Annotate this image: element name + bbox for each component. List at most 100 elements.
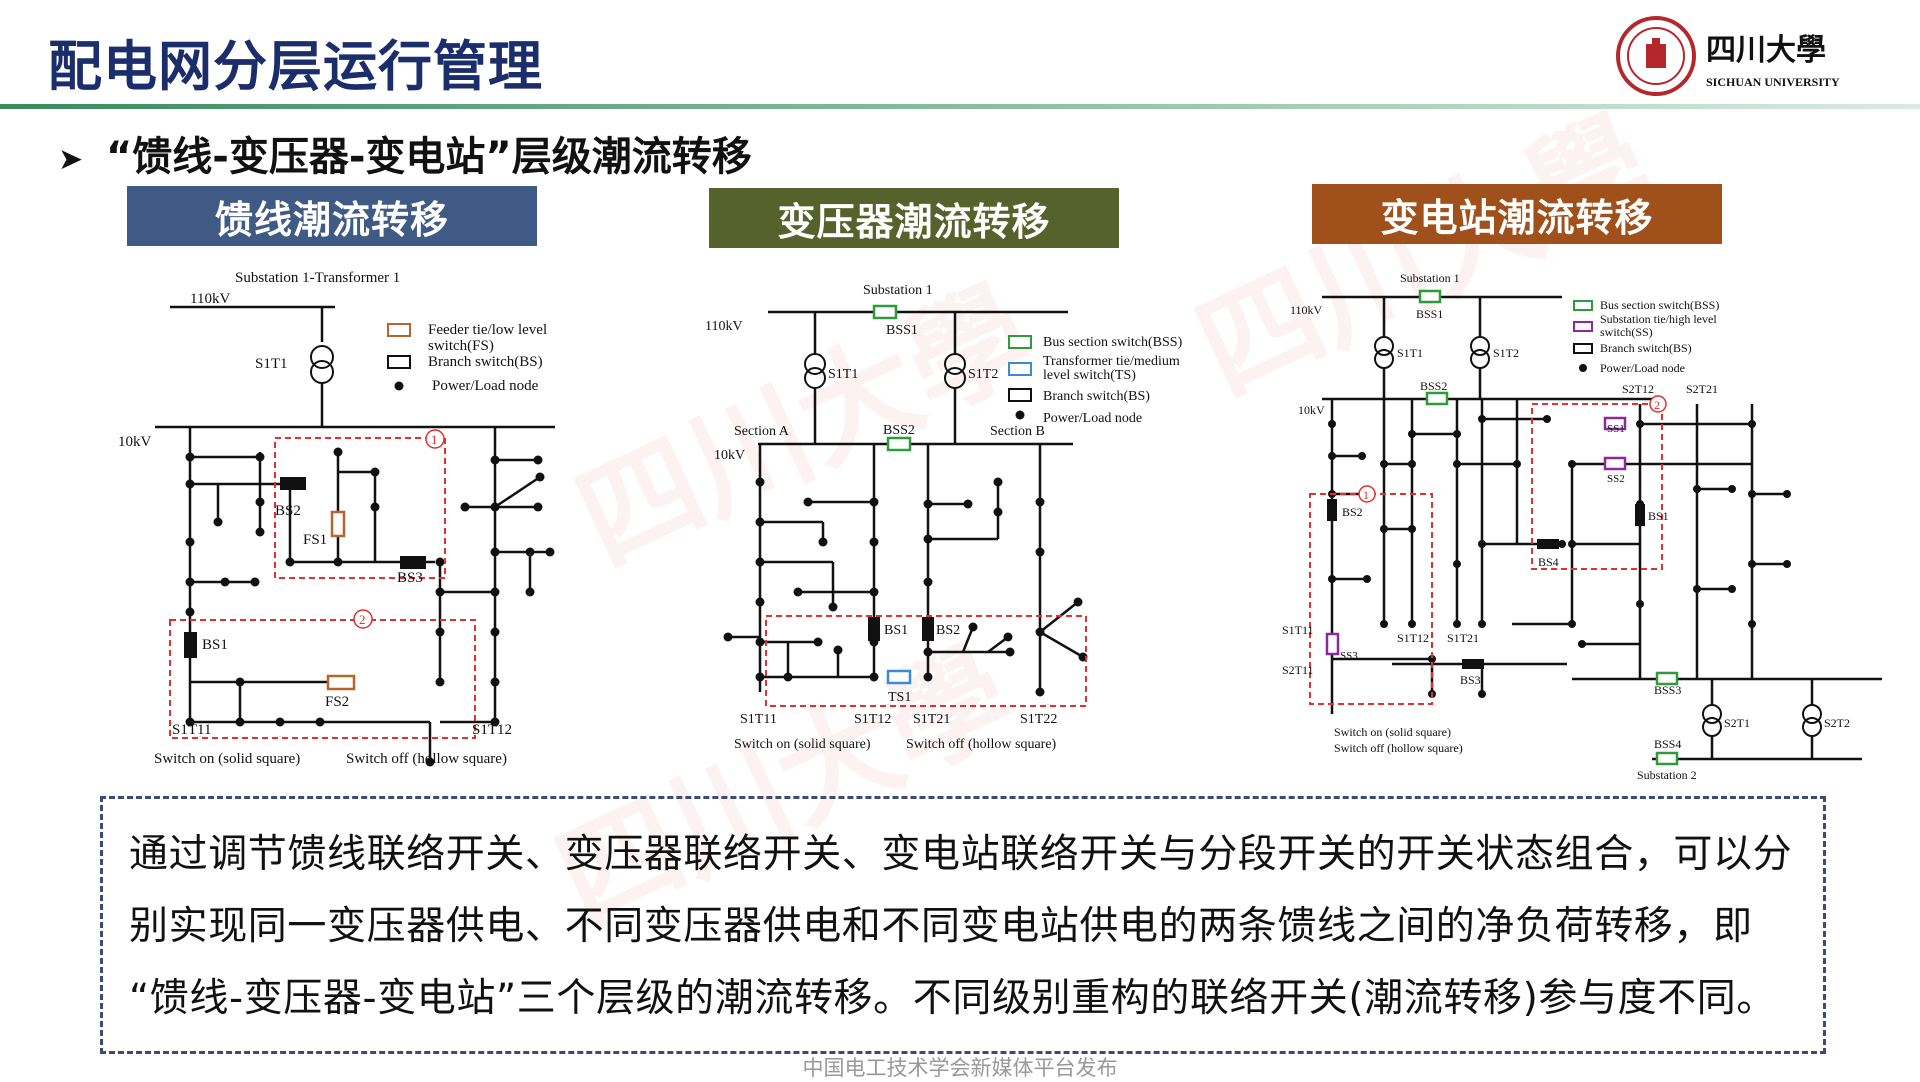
svg-text:BS1: BS1 (202, 637, 228, 653)
footer-credit: 中国电工技术学会新媒体平台发布 (802, 1056, 1118, 1080)
svg-text:BSS2: BSS2 (1420, 379, 1447, 393)
svg-text:BS2: BS2 (275, 503, 301, 519)
svg-text:Substation tie/high level: Substation tie/high level (1600, 312, 1717, 326)
svg-text:switch(SS): switch(SS) (1600, 325, 1653, 339)
svg-text:BSS1: BSS1 (886, 323, 918, 338)
svg-text:BSS1: BSS1 (1416, 307, 1443, 321)
branch-switch-bs1 (868, 617, 880, 641)
hv-label: 110kV (190, 291, 230, 307)
svg-text:SS2: SS2 (1607, 473, 1625, 485)
svg-text:S2T1: S2T1 (1724, 716, 1750, 730)
summary-line-1: 通过调节馈线联络开关、变压器联络开关、变电站联络开关与分段开关的开关状态组合，可… (129, 832, 1793, 877)
svg-text:Transformer tie/medium: Transformer tie/medium (1043, 354, 1180, 369)
transformer-transfer-diagram: Substation 1 110kV BSS1 S1T1 S1T2 Bus se… (705, 283, 1183, 752)
branch-switch-bs2 (922, 617, 934, 641)
legend-node-icon (1015, 410, 1025, 420)
svg-text:SS1: SS1 (1607, 423, 1625, 435)
svg-text:Power/Load node: Power/Load node (432, 378, 539, 394)
region-1 (274, 437, 446, 579)
svg-text:Section A: Section A (734, 424, 790, 439)
svg-text:Substation 1: Substation 1 (863, 283, 933, 298)
svg-text:1: 1 (1363, 488, 1369, 502)
svg-text:S2T2: S2T2 (1824, 716, 1850, 730)
svg-text:level switch(TS): level switch(TS) (1043, 368, 1136, 383)
svg-text:S1T21: S1T21 (1447, 631, 1479, 645)
svg-text:TS1: TS1 (888, 690, 911, 705)
svg-text:BSS3: BSS3 (1654, 683, 1681, 697)
legend-bs-icon (387, 355, 411, 369)
svg-text:S1T12: S1T12 (1397, 631, 1429, 645)
svg-text:Bus section switch(BSS): Bus section switch(BSS) (1043, 335, 1183, 350)
legend-bss-icon (1573, 300, 1593, 311)
svg-text:SS3: SS3 (1340, 650, 1358, 662)
svg-text:S1T12: S1T12 (854, 712, 891, 727)
seal-icon (1616, 16, 1696, 96)
svg-text:Branch switch(BS): Branch switch(BS) (1600, 341, 1692, 355)
university-logo: 四川大學 SICHUAN UNIVERSITY (1616, 16, 1840, 96)
svg-text:S2T11: S2T11 (1282, 663, 1314, 677)
summary-line-3: “馈线-变压器-变电站”三个层级的潮流转移。不同级别重构的联络开关(潮流转移)参… (129, 976, 1776, 1021)
branch-switch-bs3 (1462, 659, 1484, 669)
legend-node-icon (394, 381, 404, 391)
svg-text:Power/Load node: Power/Load node (1600, 361, 1685, 375)
branch-switch-bs3 (400, 556, 426, 569)
svg-text:Switch on (solid square): Switch on (solid square) (1334, 725, 1451, 739)
svg-text:S1T11: S1T11 (1282, 623, 1314, 637)
svg-text:BS1: BS1 (884, 623, 908, 638)
svg-text:S2T12: S2T12 (1622, 382, 1654, 396)
legend-ss-icon (1573, 321, 1593, 332)
branch-switch-bs2 (1327, 499, 1337, 521)
svg-text:BS3: BS3 (397, 570, 423, 586)
feeder-transfer-diagram: 1 2 Substation 1-Transformer 1 110kV S1T… (118, 270, 555, 767)
svg-text:Switch off (hollow square): Switch off (hollow square) (906, 737, 1057, 752)
svg-text:BSS2: BSS2 (883, 423, 915, 438)
transformer-label: S1T1 (255, 356, 288, 372)
lv-label: 10kV (118, 434, 152, 450)
legend-node-icon (1579, 364, 1587, 372)
svg-text:Feeder tie/low level: Feeder tie/low level (428, 322, 547, 338)
transformer-banner: 变压器潮流转移 (709, 188, 1119, 248)
substation-tie-switch-ss3 (1325, 632, 1340, 656)
branch-switch-bs1 (1635, 504, 1645, 526)
svg-text:Bus section switch(BSS): Bus section switch(BSS) (1600, 298, 1719, 312)
svg-text:BS1: BS1 (1648, 509, 1669, 523)
svg-text:FS2: FS2 (325, 694, 349, 710)
legend-bs-icon (1008, 388, 1032, 402)
svg-text:110kV: 110kV (705, 319, 743, 334)
substation-label: Substation 1-Transformer 1 (235, 270, 400, 286)
arrow-bullet-icon: ➤ (58, 141, 84, 177)
slide-title: 配电网分层运行管理 (48, 35, 543, 98)
svg-text:switch(FS): switch(FS) (428, 338, 494, 354)
svg-text:Switch on (solid square): Switch on (solid square) (734, 737, 871, 752)
svg-text:110kV: 110kV (1290, 303, 1323, 317)
svg-text:2: 2 (1654, 398, 1660, 412)
bullet-text: “馈线-变压器-变电站”层级潮流转移 (105, 134, 752, 180)
transformer-tie-switch-ts1 (886, 669, 912, 685)
svg-text:Branch switch(BS): Branch switch(BS) (1043, 389, 1150, 404)
svg-text:10kV: 10kV (714, 448, 745, 463)
svg-text:BS2: BS2 (1342, 505, 1363, 519)
svg-text:Substation 1: Substation 1 (1400, 271, 1460, 285)
substation-banner: 变电站潮流转移 (1312, 184, 1722, 244)
svg-text:S1T21: S1T21 (913, 712, 950, 727)
svg-text:Branch switch(BS): Branch switch(BS) (428, 354, 543, 370)
svg-text:Power/Load node: Power/Load node (1043, 411, 1142, 426)
legend-fs-icon (387, 323, 411, 337)
feeder-tie-switch-fs2 (326, 674, 356, 691)
svg-text:1: 1 (431, 432, 438, 447)
substation-tie-switch-ss2 (1603, 456, 1627, 471)
svg-text:S1T1: S1T1 (828, 367, 858, 382)
svg-text:S1T22: S1T22 (1020, 712, 1057, 727)
region-2 (169, 619, 476, 739)
svg-text:S1T11: S1T11 (172, 722, 211, 738)
bus-section-switch-bss3 (1655, 671, 1679, 686)
branch-switch-bs2 (280, 477, 306, 490)
legend-ts-icon (1008, 362, 1032, 376)
section-bullet: ➤ “馈线-变压器-变电站”层级潮流转移 (58, 124, 752, 182)
bus-section-switch-bss1 (872, 304, 898, 320)
svg-text:S1T12: S1T12 (472, 722, 512, 738)
svg-text:Switch on (solid square): Switch on (solid square) (154, 751, 300, 767)
logo-subtext: SICHUAN UNIVERSITY (1706, 75, 1840, 89)
legend-bs-icon (1573, 343, 1593, 354)
logo-text: 四川大學 (1706, 33, 1826, 68)
